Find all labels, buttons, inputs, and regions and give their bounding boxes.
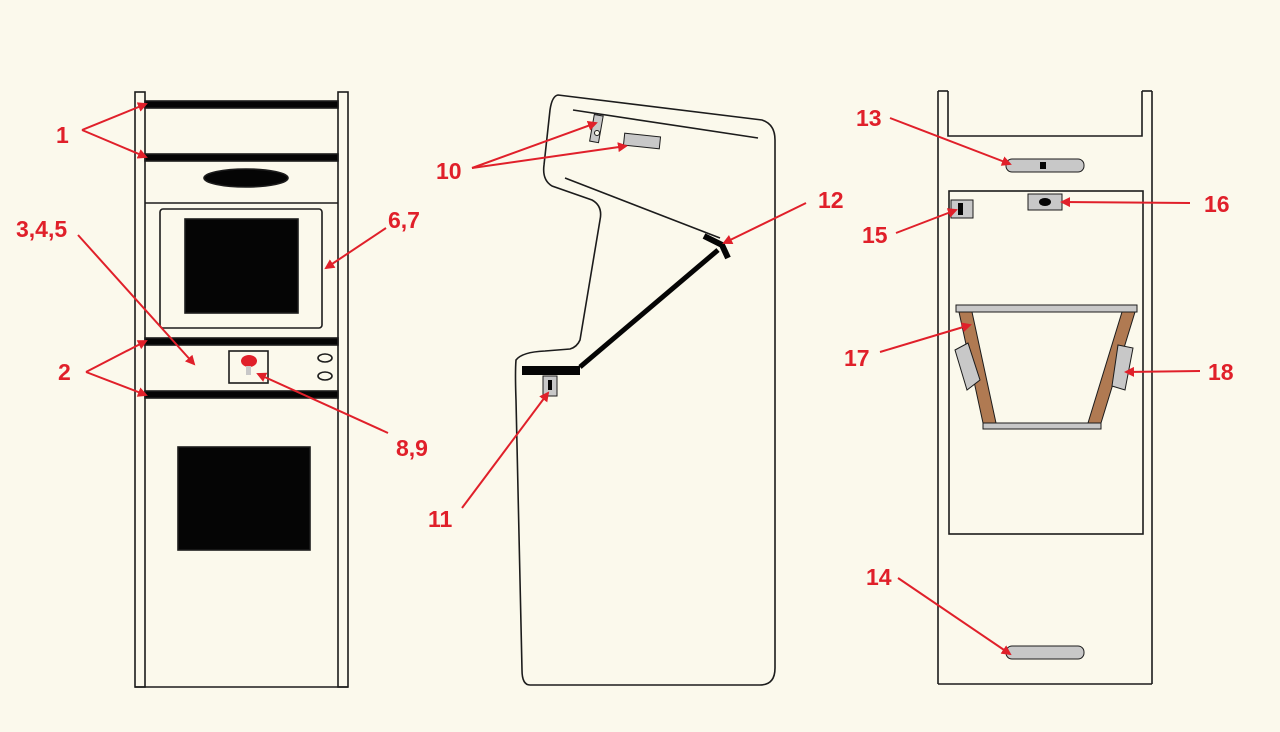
arrow-17: [879, 322, 972, 353]
rear-door: [948, 190, 1144, 535]
label-1: 1: [56, 122, 69, 148]
monitor-glass: [578, 248, 720, 369]
joystick-ball: [241, 355, 257, 367]
arrow-1a: [81, 102, 148, 131]
top-trim-strip: [144, 100, 339, 109]
back-view: [937, 90, 1153, 685]
wood-brace-right: [1087, 311, 1136, 424]
speaker-bracket-hole: [594, 130, 600, 136]
arrow-15: [895, 208, 958, 234]
label-10: 10: [436, 158, 462, 184]
label-12: 12: [818, 187, 844, 213]
marquee-light-slot: [203, 168, 289, 188]
arrow-13: [889, 117, 1012, 166]
top-vent-opening: [947, 91, 1143, 137]
arrow-11: [461, 391, 550, 509]
upper-trim-strip: [144, 153, 339, 162]
label-8-9: 8,9: [396, 435, 428, 461]
callout-labels: 1 2 3,4,5 6,7 8,9 10 11 12 13 14 15 16 1…: [16, 105, 1234, 590]
side-profile-outline: [514, 94, 776, 686]
arrow-67: [324, 227, 387, 270]
label-16: 16: [1204, 191, 1230, 217]
glass-retainer-bracket: [702, 233, 731, 260]
arrow-2a: [85, 340, 148, 373]
monitor-screen: [184, 218, 299, 314]
frame-top-rail: [955, 304, 1138, 313]
arrow-10b: [471, 142, 628, 169]
label-13: 13: [856, 105, 882, 131]
marquee-roof-line: [572, 109, 759, 139]
arrow-10a: [471, 121, 598, 169]
lower-handle-bar: [1005, 645, 1085, 660]
player-button-1: [317, 353, 333, 363]
arrow-14: [897, 577, 1012, 656]
door-lock-keyhole: [958, 203, 963, 215]
frame-bottom-rail: [982, 422, 1102, 430]
label-17: 17: [844, 345, 870, 371]
mounting-bracket-right: [1111, 344, 1134, 391]
front-view: [134, 91, 349, 688]
arrow-1b: [81, 129, 148, 159]
mounting-bracket-left: [954, 342, 981, 391]
control-panel-hinge-slot: [548, 380, 552, 390]
arrow-2b: [85, 371, 148, 397]
control-panel-shelf: [522, 366, 580, 375]
joystick-shaft: [246, 366, 251, 375]
arrow-18: [1124, 366, 1201, 377]
bezel-frame: [159, 208, 323, 329]
label-2: 2: [58, 359, 71, 385]
monitor-shelf-line: [564, 177, 721, 239]
vent-fan-hole: [1039, 198, 1051, 206]
label-6-7: 6,7: [388, 207, 420, 233]
arrow-345: [77, 234, 196, 366]
lower-access-panel: [177, 446, 311, 551]
callout-arrows: [77, 102, 1201, 656]
upper-handle-slot: [1040, 162, 1046, 169]
label-15: 15: [862, 222, 888, 248]
arrow-89: [256, 372, 389, 434]
wood-brace-left: [958, 311, 997, 424]
arrow-12: [722, 202, 807, 244]
label-3-4-5: 3,4,5: [16, 216, 67, 242]
label-18: 18: [1208, 359, 1234, 385]
player-button-2: [317, 371, 333, 381]
label-14: 14: [866, 564, 892, 590]
label-11: 11: [428, 506, 453, 532]
coin-door-plate: [228, 350, 269, 384]
arrow-16: [1060, 197, 1191, 208]
speaker-bracket-large: [622, 132, 662, 150]
